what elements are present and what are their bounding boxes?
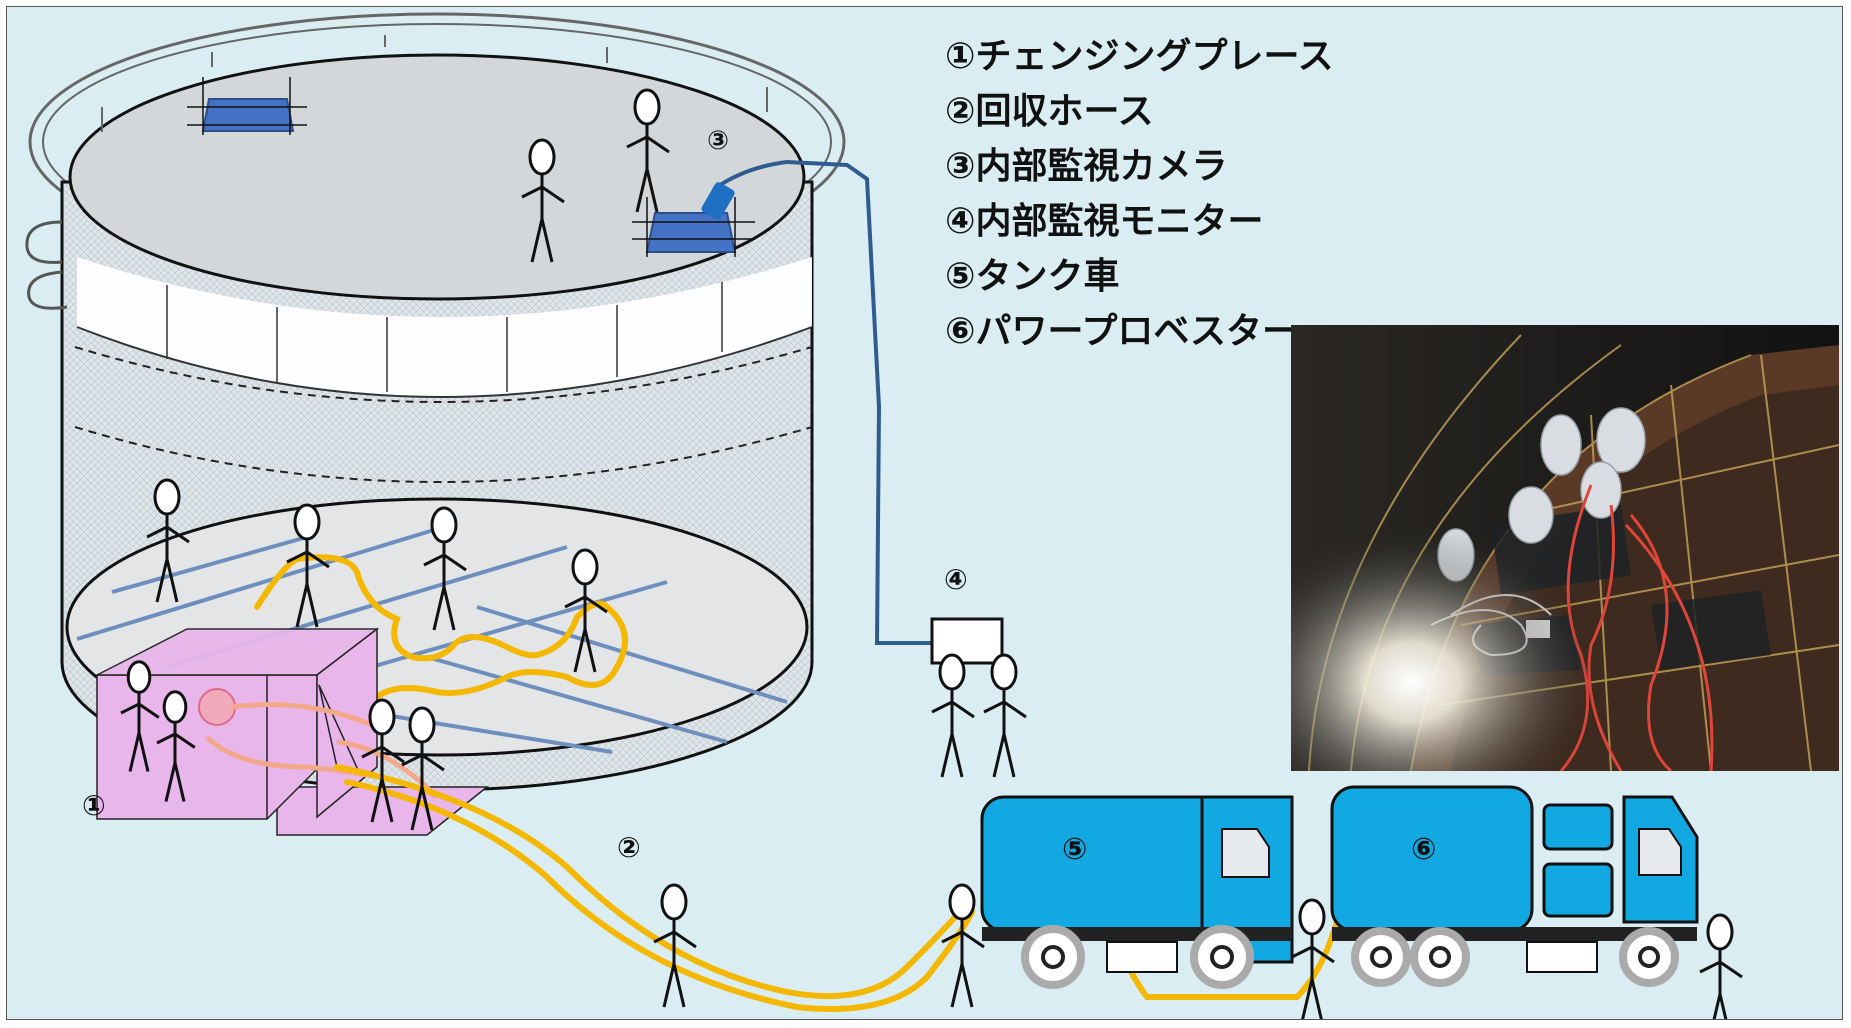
tank-truck	[980, 795, 1294, 989]
diagram-frame: ③ ④ ① ② ⑤ ⑥ ①チェンジングプレース ②回収ホース ③内部監視カメラ …	[6, 6, 1843, 1020]
roof-hatch	[187, 77, 307, 135]
person-icon	[286, 503, 330, 628]
legend-item-power-truck: ⑥パワープロベスター	[945, 311, 1299, 352]
person-icon	[941, 883, 985, 1008]
person-icon	[983, 653, 1027, 778]
tank-interior-photo	[1291, 325, 1839, 771]
marker-changing-place: ①	[82, 789, 106, 822]
monitor-icon	[930, 617, 1004, 665]
marker-camera: ③	[707, 126, 729, 156]
person-icon	[401, 706, 445, 831]
person-icon	[156, 690, 196, 802]
person-icon	[653, 883, 697, 1008]
person-icon	[146, 478, 190, 603]
marker-monitor: ④	[944, 563, 968, 596]
marker-hose: ②	[617, 831, 641, 864]
person-icon	[1699, 913, 1743, 1019]
person-icon	[361, 698, 405, 823]
legend-item-camera: ③内部監視カメラ	[945, 146, 1228, 187]
legend-item-monitor: ④内部監視モニター	[945, 201, 1264, 242]
legend: ①チェンジングプレース ②回収ホース ③内部監視カメラ ④内部監視モニター ⑤タ…	[945, 29, 1334, 359]
changing-place	[96, 627, 490, 836]
people	[120, 88, 1743, 1019]
camera-icon	[701, 182, 735, 220]
person-icon	[564, 548, 608, 673]
person-icon	[626, 88, 670, 213]
legend-item-changing-place: ①チェンジングプレース	[945, 36, 1334, 77]
marker-power-truck: ⑥	[1411, 832, 1436, 867]
roof-hatch	[632, 197, 755, 257]
marker-tank-truck: ⑤	[1062, 832, 1087, 867]
person-icon	[521, 138, 565, 263]
tank-cleaning-diagram: ③ ④ ① ② ⑤ ⑥	[25, 12, 1743, 1019]
power-truck	[1330, 785, 1699, 987]
legend-item-tank-truck: ⑤タンク車	[945, 256, 1120, 297]
person-icon	[423, 506, 467, 631]
legend-item-hose: ②回収ホース	[945, 91, 1154, 132]
person-icon	[1291, 898, 1335, 1019]
person-icon	[120, 660, 160, 772]
person-icon	[931, 653, 975, 778]
camera-cable	[701, 159, 937, 645]
